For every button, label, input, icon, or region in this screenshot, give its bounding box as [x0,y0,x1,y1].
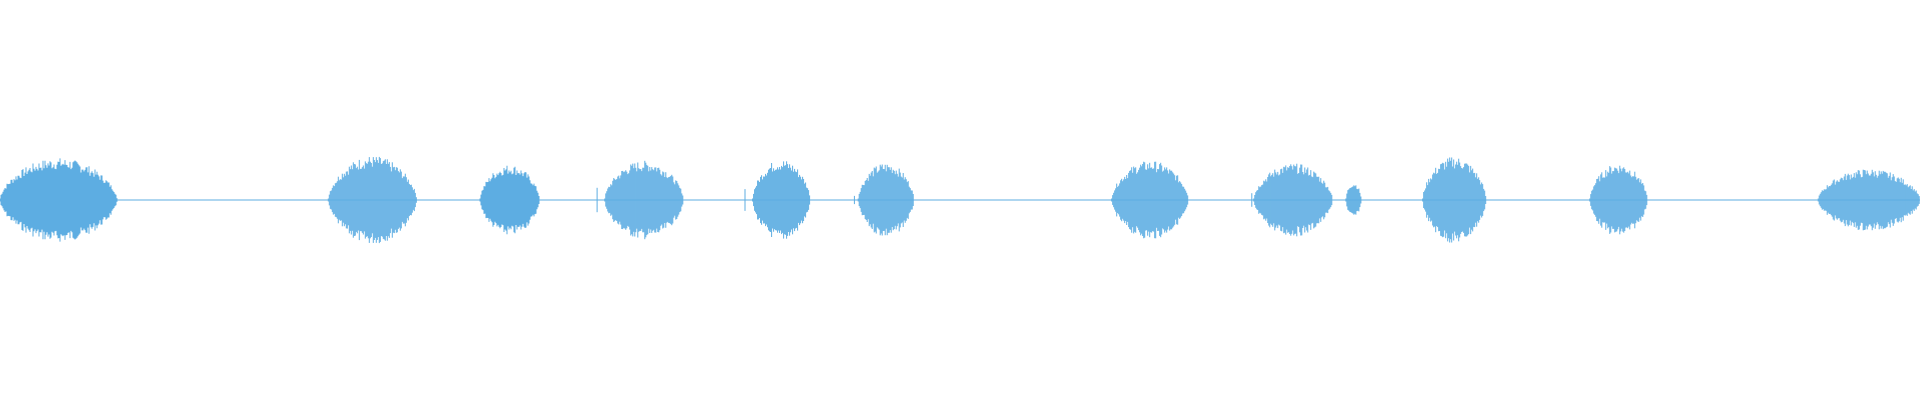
waveform-burst [1817,169,1920,231]
waveform-burst [479,165,540,235]
waveform-burst [1111,161,1189,239]
waveform-burst [1589,165,1648,235]
waveform-burst [604,160,684,240]
waveform-burst [857,164,914,236]
waveform-burst [1422,157,1487,243]
waveform-burst [1345,185,1362,215]
waveform-bursts [0,156,1920,244]
waveform-burst [327,156,417,244]
waveform-burst [752,161,811,239]
waveform-burst [0,158,118,242]
waveform-burst [1253,163,1333,237]
